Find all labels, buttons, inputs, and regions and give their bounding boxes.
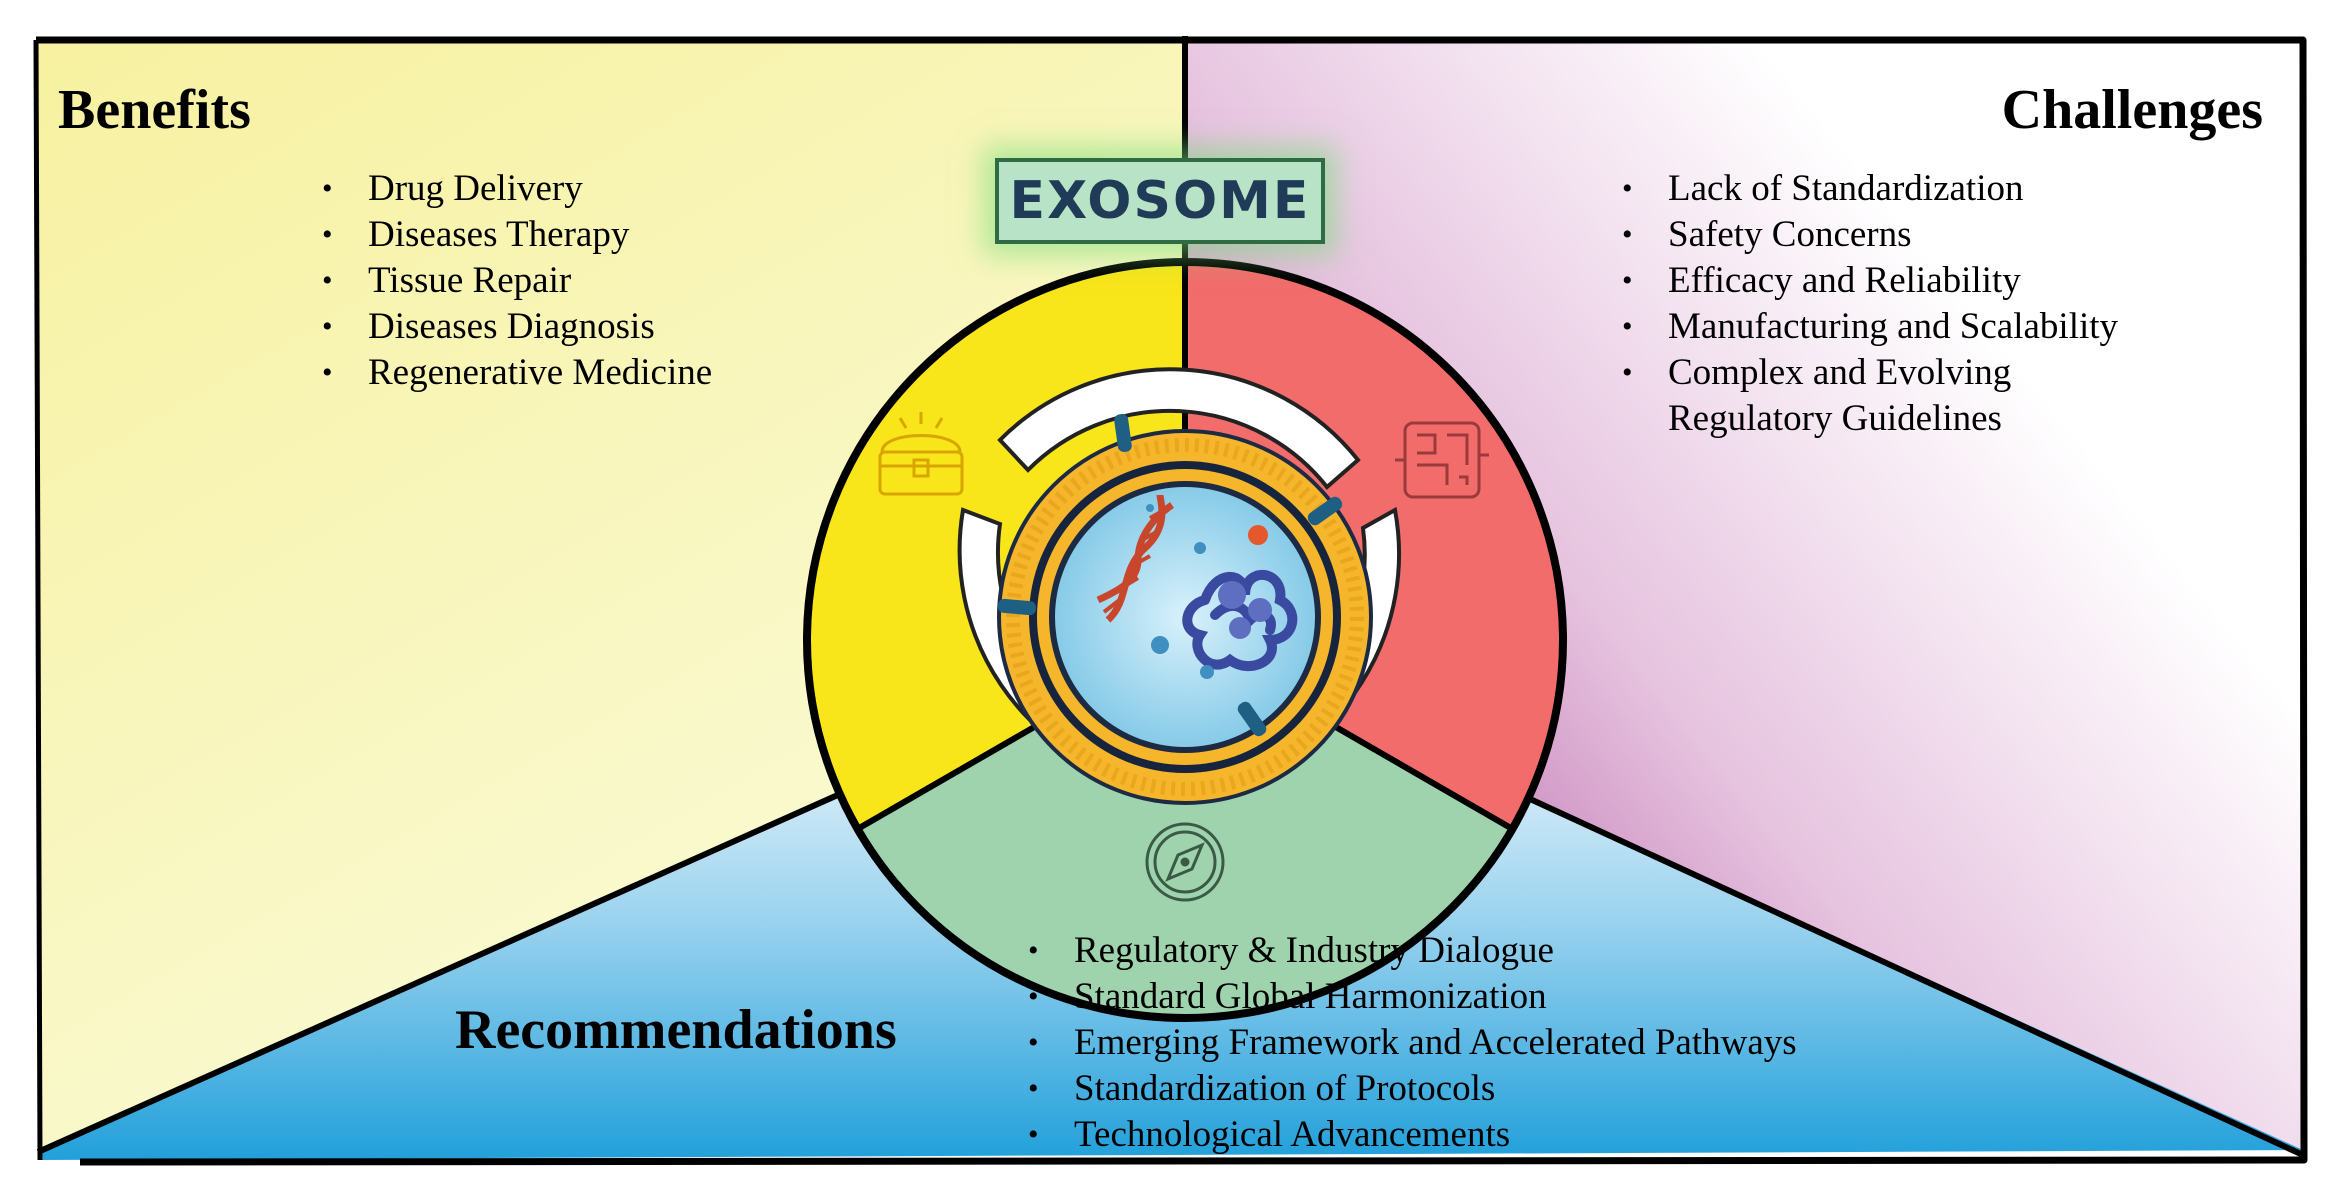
challenges-list: Lack of Standardization Safety Concerns … bbox=[1622, 166, 2268, 442]
benefits-list: Drug Delivery Diseases Therapy Tissue Re… bbox=[322, 166, 928, 396]
exosome-vesicle bbox=[997, 413, 1373, 805]
compass-icon bbox=[1145, 822, 1225, 902]
recommendations-item: Standard Global Harmonization bbox=[1028, 974, 2034, 1020]
benefits-item: Drug Delivery bbox=[322, 166, 928, 212]
benefits-item: Tissue Repair bbox=[322, 258, 928, 304]
recommendations-list: Regulatory & Industry Dialogue Standard … bbox=[1028, 928, 2034, 1158]
benefits-item: Regenerative Medicine bbox=[322, 350, 928, 396]
frame bbox=[36, 36, 2308, 1166]
recommendations-title: Recommendations bbox=[455, 999, 897, 1061]
benefits-item: Diseases Diagnosis bbox=[322, 304, 928, 350]
frame-left bbox=[33, 39, 43, 1161]
challenges-item: Safety Concerns bbox=[1622, 212, 2268, 258]
challenges-item: Efficacy and Reliability bbox=[1622, 258, 2268, 304]
recommendations-item: Standardization of Protocols bbox=[1028, 1066, 2034, 1112]
challenges-item: Complex and Evolving Regulatory Guidelin… bbox=[1622, 350, 2098, 442]
recommendations-item: Regulatory & Industry Dialogue bbox=[1028, 928, 2034, 974]
challenges-item: Manufacturing and Scalability bbox=[1622, 304, 2268, 350]
recommendations-item: Emerging Framework and Accelerated Pathw… bbox=[1028, 1020, 2034, 1066]
maze-icon bbox=[1395, 421, 1489, 499]
challenges-title: Challenges bbox=[2001, 79, 2263, 141]
treasure-chest-icon bbox=[878, 412, 964, 496]
exosome-label: EXOSOME bbox=[1009, 171, 1311, 231]
benefits-item: Diseases Therapy bbox=[322, 212, 928, 258]
recommendations-item: Technological Advancements bbox=[1028, 1112, 2034, 1158]
exosome-badge: EXOSOME bbox=[995, 158, 1325, 244]
challenges-item: Lack of Standardization bbox=[1622, 166, 2268, 212]
benefits-title: Benefits bbox=[58, 79, 251, 141]
